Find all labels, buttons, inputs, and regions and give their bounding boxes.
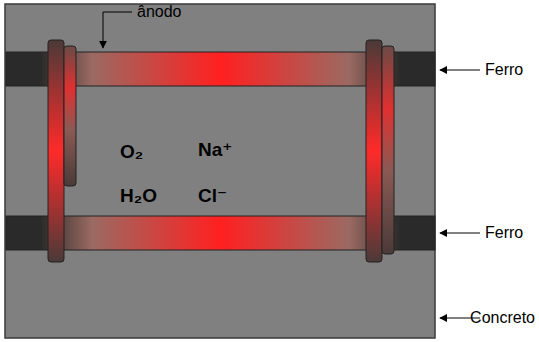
part-name: Concreto [470,309,535,327]
part-name: ânodo [137,3,182,21]
iron-leader-bottom [440,233,480,234]
stirrup-right-inner [382,46,394,254]
iron-leader-top [440,70,480,71]
chemical-species: O₂ [120,141,143,163]
anode-leader [103,12,132,48]
chemical-species: Na⁺ [198,139,232,161]
part-name: Ferro [485,224,523,242]
chemical-species: H₂O [120,185,157,207]
chemical-species: Cl⁻ [198,185,227,207]
stirrup-right [366,40,382,262]
concrete-block [5,4,435,338]
stirrup-left [48,40,64,262]
part-name: Ferro [485,61,523,79]
stirrup-left-inner [64,46,76,186]
